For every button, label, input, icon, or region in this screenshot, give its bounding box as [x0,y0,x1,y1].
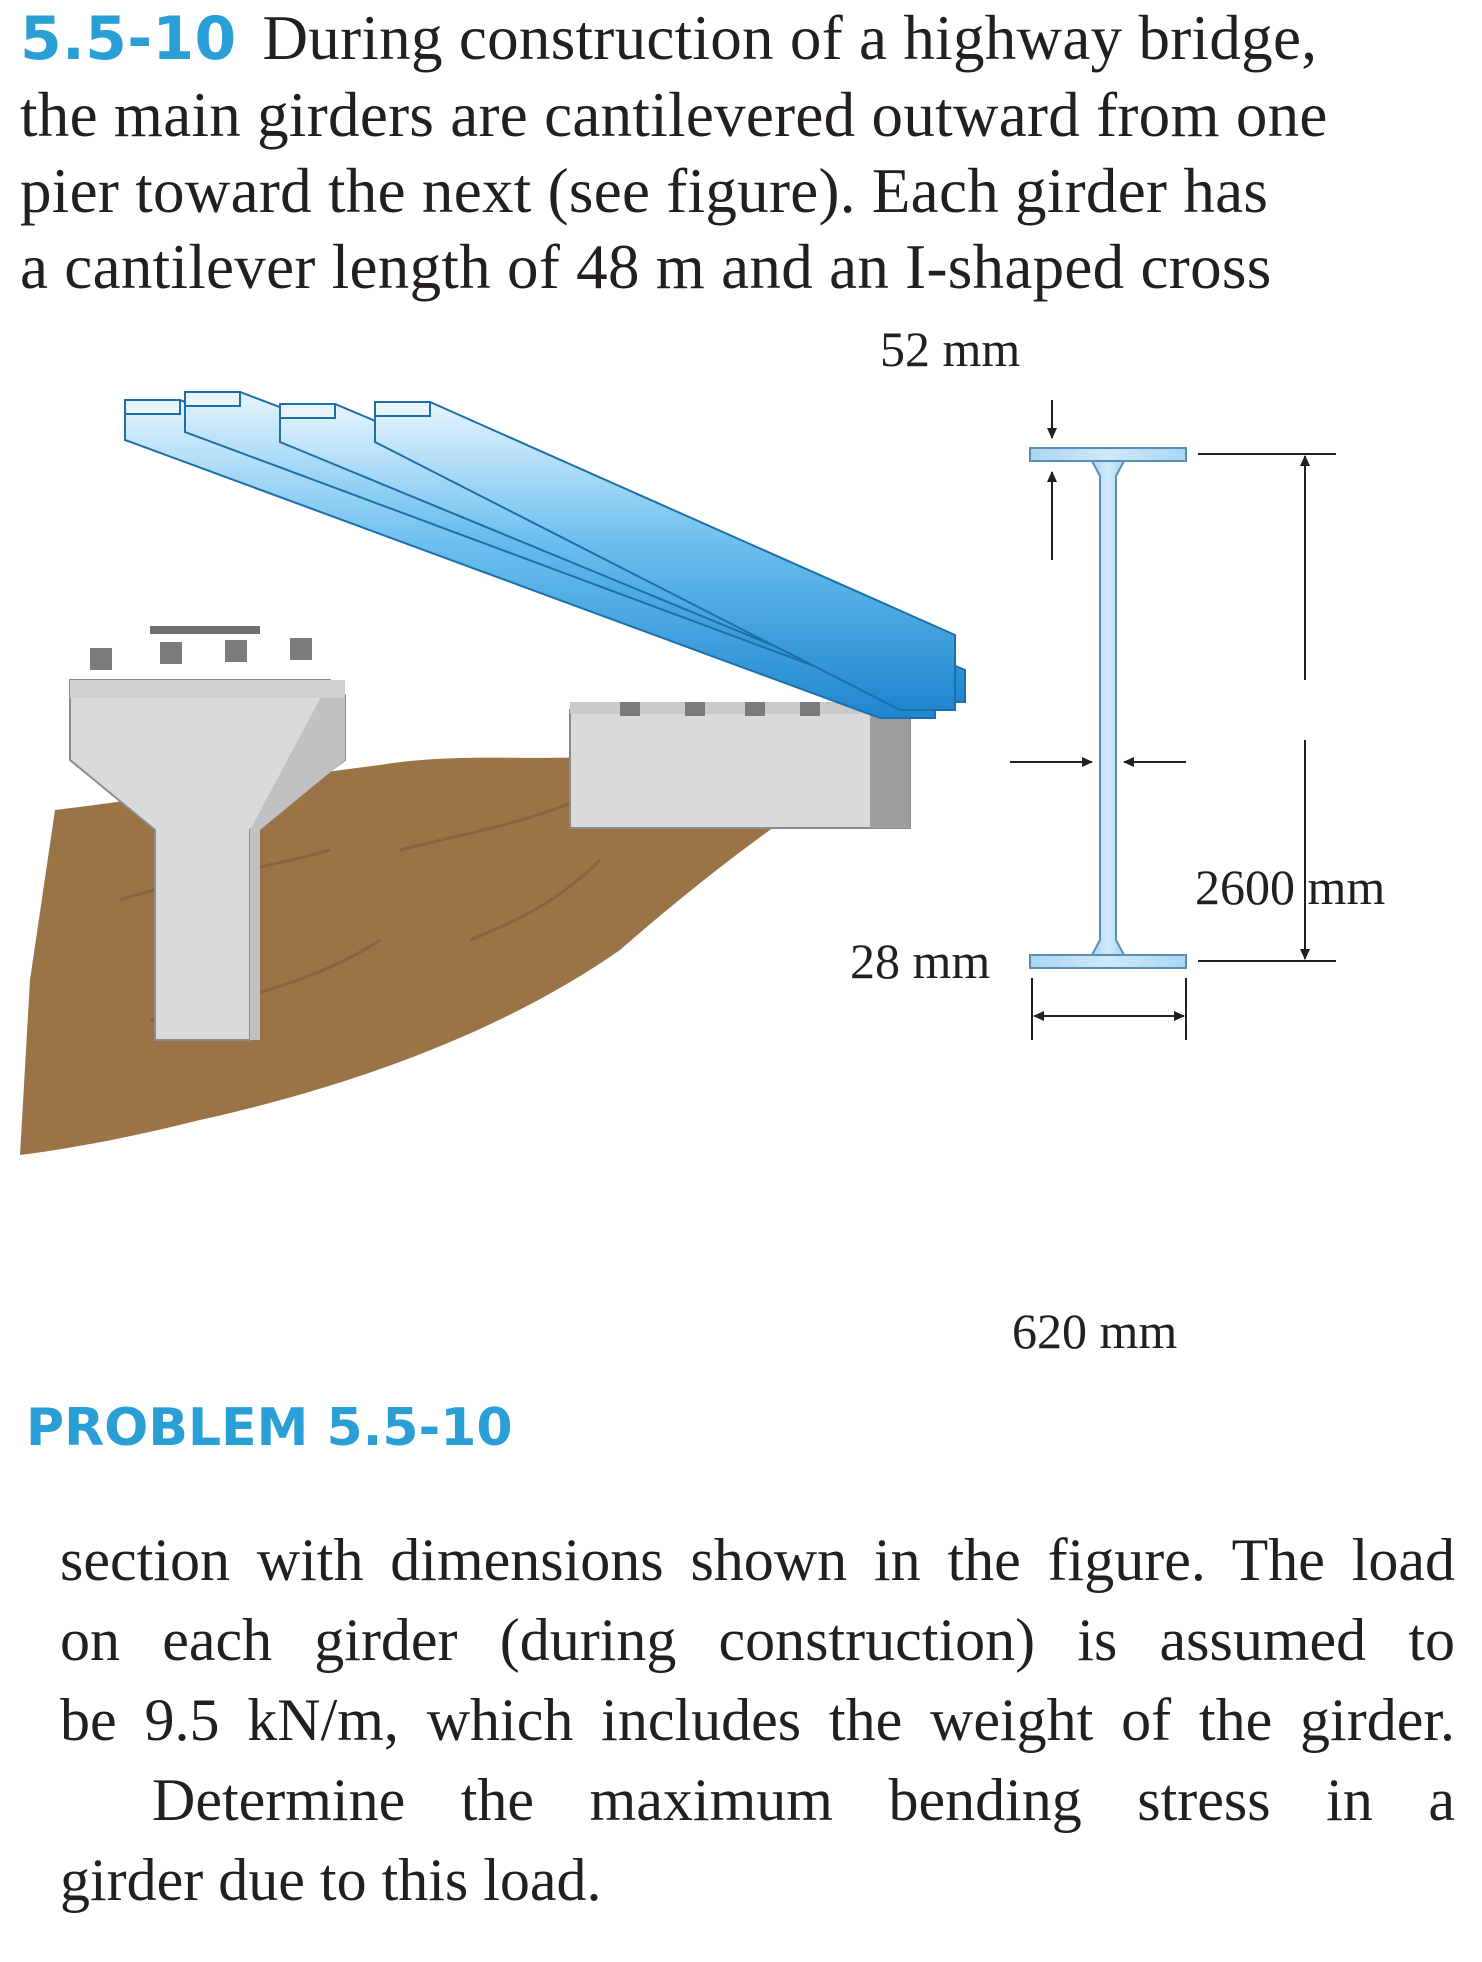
intro-line-4: a cantilever length of 48 m and an I-sha… [20,232,1272,302]
web [1090,460,1126,956]
body-line-4: Determine the maximum bending stress in … [152,1767,1455,1833]
flange-width-label: 620 mm [1012,1303,1178,1359]
intro-line-2: the main girders are cantilevered outwar… [20,80,1328,150]
problem-statement-body: section with dimensions shown in the fig… [60,1520,1455,1920]
body-line-2: on each girder (during construction) is … [60,1607,1455,1673]
problem-number: 5.5-10 [20,4,237,74]
body-line-5: girder due to this load. [60,1847,602,1913]
bottom-flange [1029,954,1187,969]
bearings [90,626,820,716]
right-pier [569,702,911,829]
body-line-3: be 9.5 kN/m, which includes the weight o… [60,1687,1455,1753]
girders [124,391,966,719]
dimension-lines [1010,400,1336,1040]
left-pier [69,679,346,1041]
top-flange [1029,447,1187,462]
figure-caption: PROBLEM 5.5-10 [26,1398,513,1458]
flange-thickness-label: 52 mm [880,321,1021,377]
height-label: 2600 mm [1195,859,1386,915]
body-line-1: section with dimensions shown in the fig… [60,1527,1455,1593]
bridge-illustration [20,391,1336,1155]
intro-line-3: pier toward the next (see figure). Each … [20,156,1269,226]
web-thickness-label: 28 mm [850,933,991,989]
bridge-figure: 52 mm 2600 mm 28 mm 620 mm [0,321,1482,1360]
i-beam-cross-section [1029,447,1187,969]
